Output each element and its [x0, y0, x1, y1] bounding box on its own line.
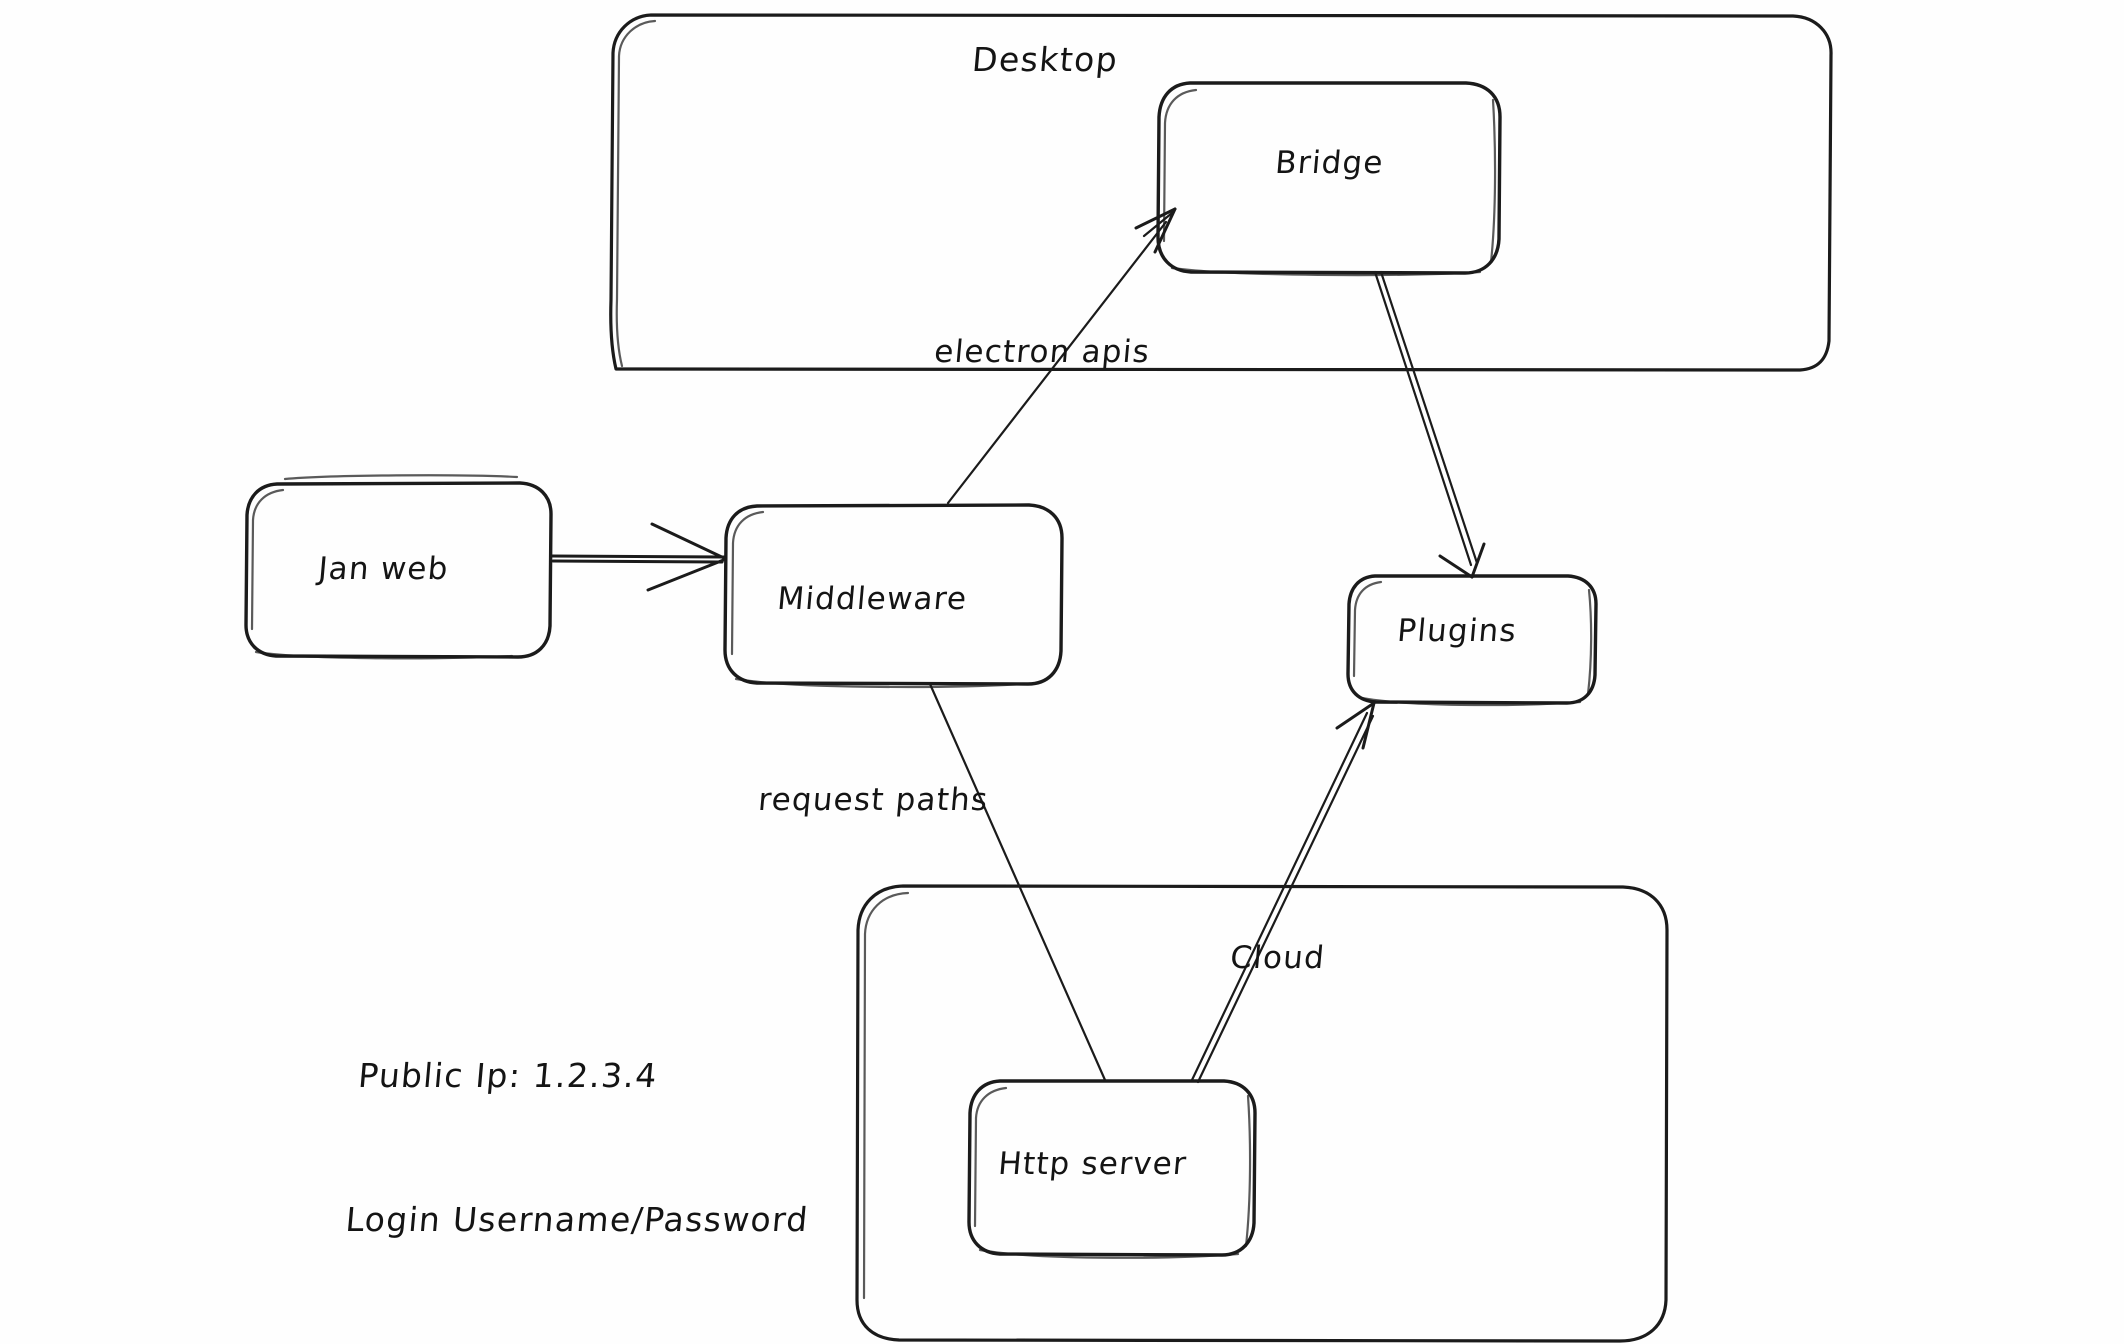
node-label-http-server: Http server: [996, 1146, 1189, 1182]
edge-bridge-to-plugins: [1373, 270, 1486, 579]
edge-middleware-to-bridge: [946, 207, 1177, 505]
node-label-bridge: Bridge: [1273, 145, 1386, 181]
edge-httpserver-to-plugins: [1190, 701, 1376, 1084]
edge-label-request-paths: request paths: [756, 782, 990, 818]
container-desktop-shape: [609, 13, 1833, 372]
note-login-credentials: Login Username/Password: [344, 1200, 811, 1239]
node-label-jan-web: Jan web: [316, 551, 451, 587]
note-public-ip: Public Ip: 1.2.3.4: [356, 1056, 660, 1095]
edge-label-electron-apis: electron apis: [932, 334, 1152, 370]
node-label-plugins: Plugins: [1395, 613, 1519, 649]
node-bridge-shape: [1156, 81, 1502, 277]
node-label-middleware: Middleware: [775, 581, 969, 617]
node-plugins-shape: [1346, 574, 1598, 707]
node-middleware-shape: [723, 503, 1064, 689]
node-jan-web-shape: [244, 474, 553, 660]
edge-janweb-to-middleware: [549, 522, 728, 592]
node-http-server-shape: [967, 1079, 1257, 1259]
notes-block: Public Ip: 1.2.3.4 Login Username/Passwo…: [335, 956, 832, 1340]
edge-middleware-to-httpserver: [928, 682, 1107, 1082]
container-label-desktop: Desktop: [970, 40, 1120, 79]
edge-label-cloud: Cloud: [1228, 940, 1327, 976]
container-cloud-shape: [855, 884, 1669, 1343]
